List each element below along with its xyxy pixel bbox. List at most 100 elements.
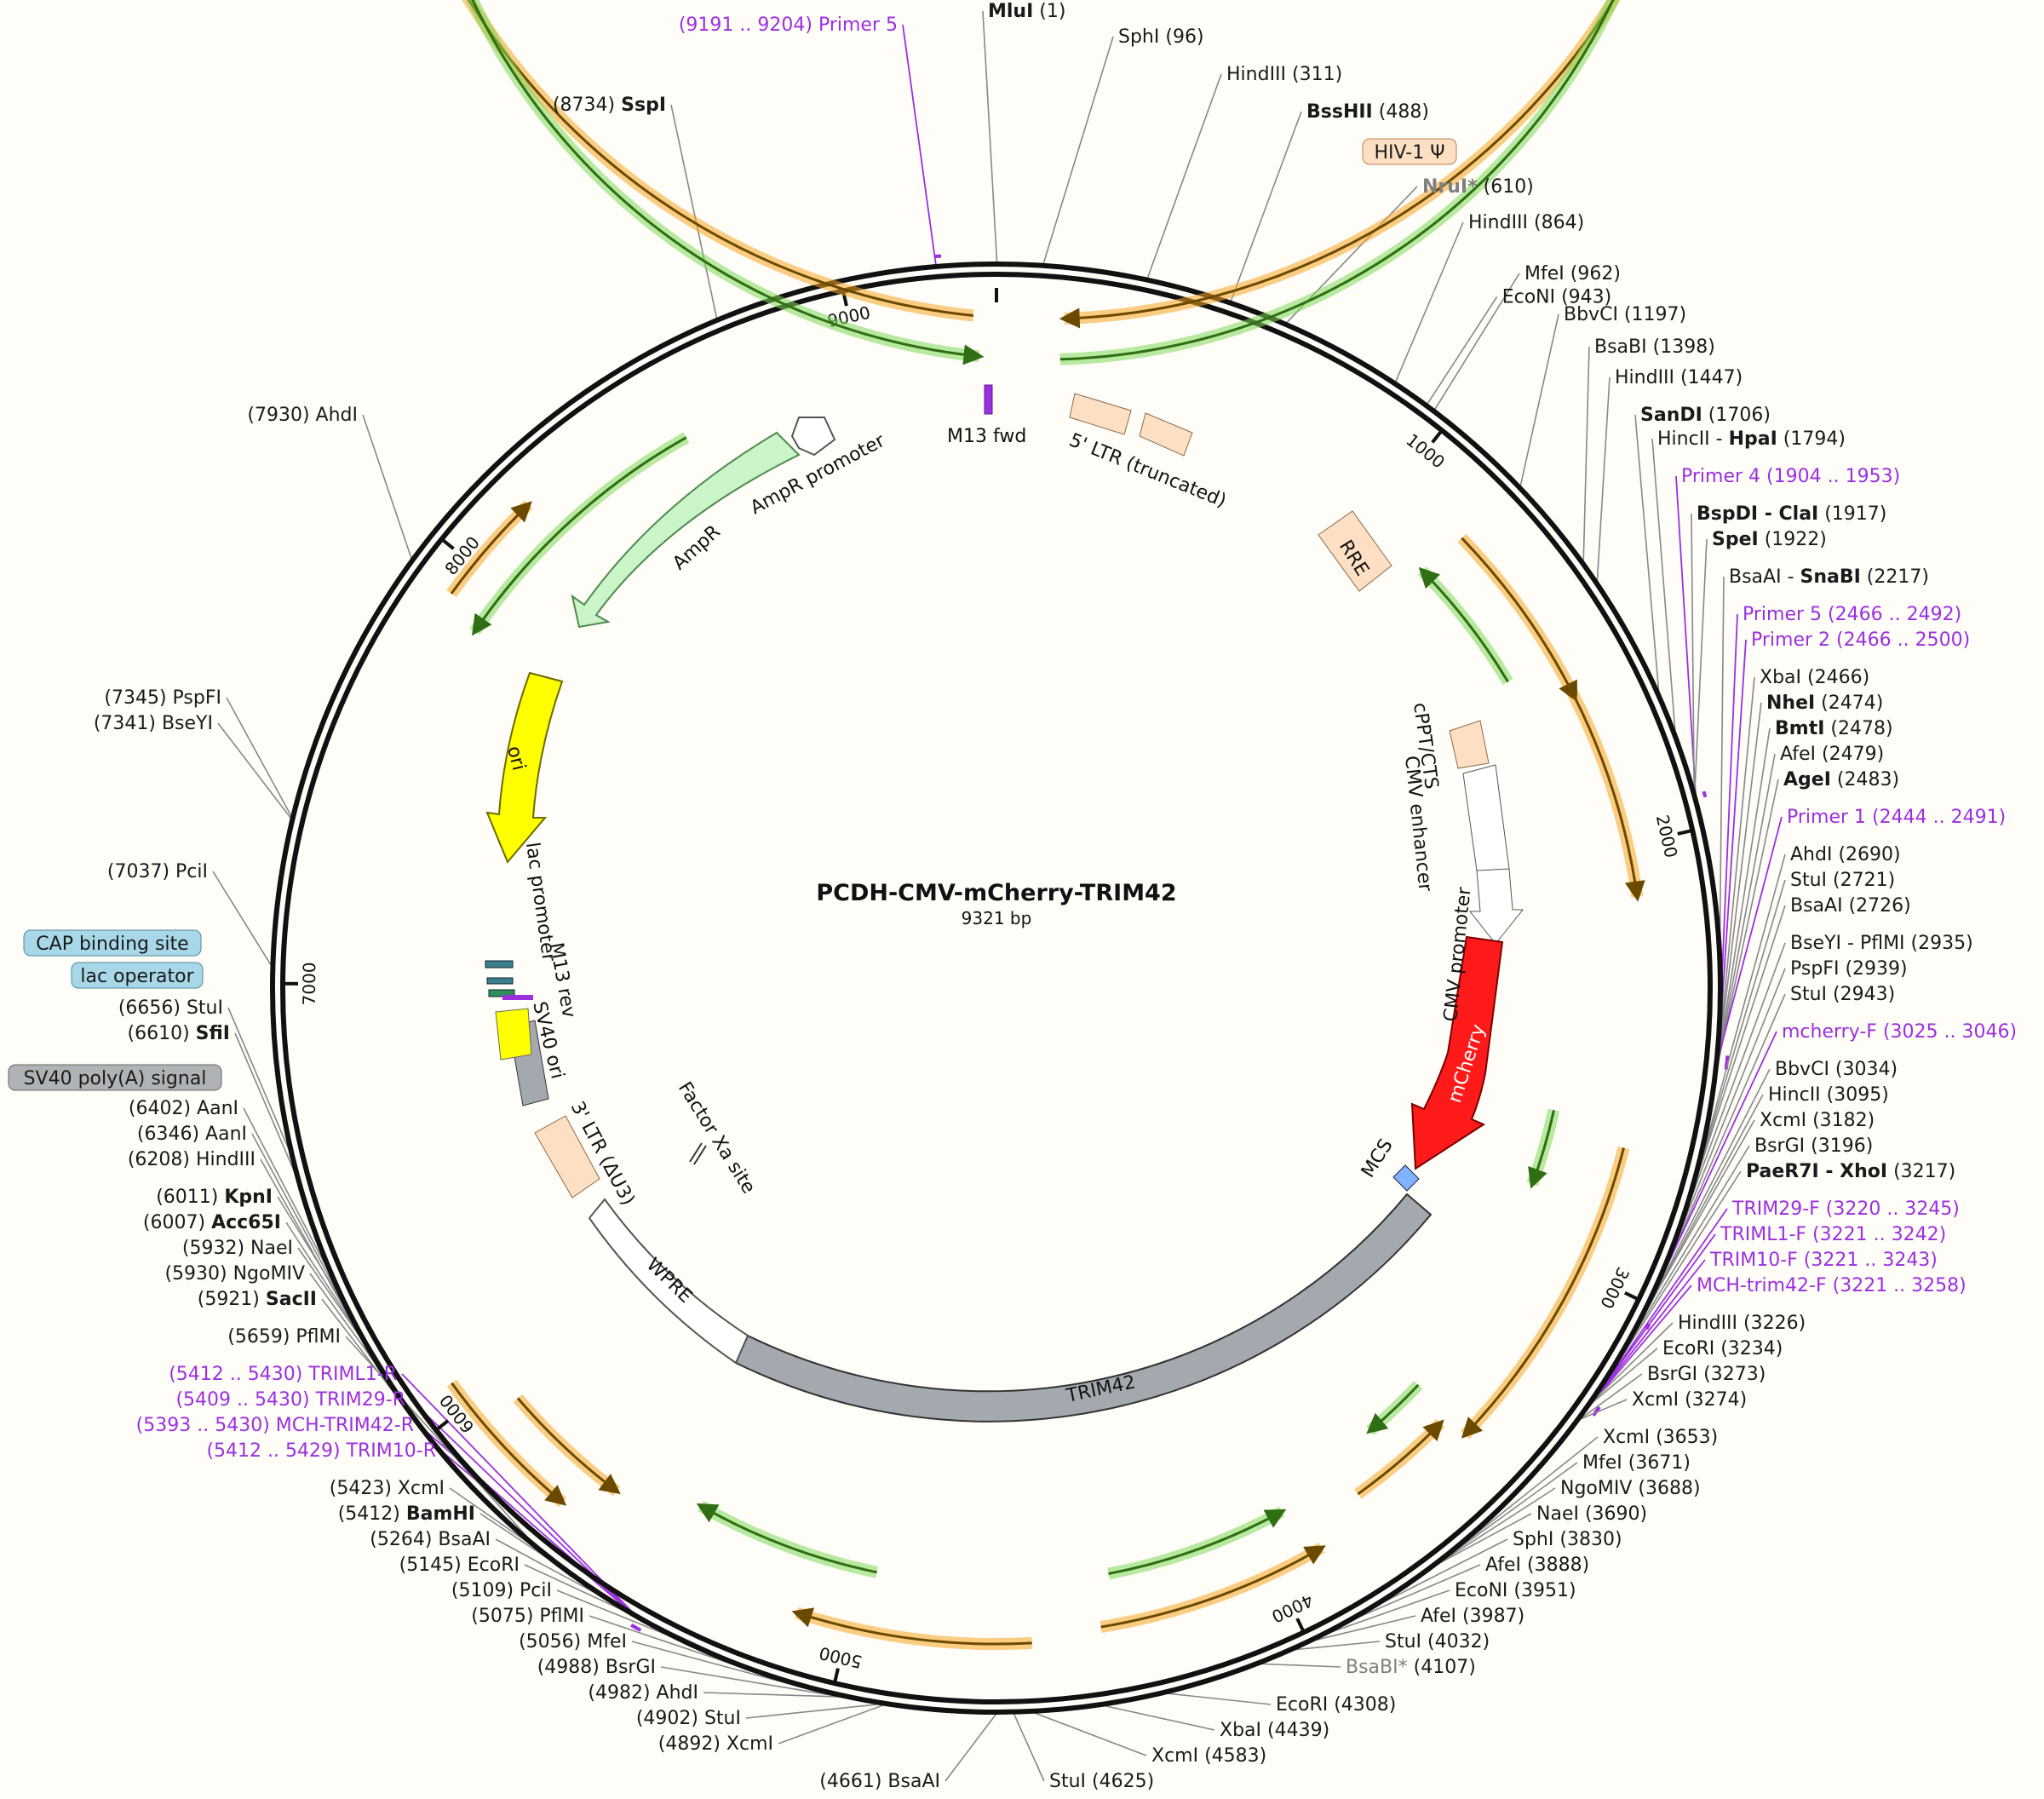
site-leader — [902, 24, 937, 266]
site-position: (1794) — [1777, 428, 1846, 450]
site-position: (4661) — [819, 1771, 887, 1792]
site-position: (5921) — [198, 1289, 266, 1310]
site-label: (5109) PciI — [451, 1580, 552, 1601]
site-name: TRIML1-F — [1720, 1224, 1806, 1245]
tick-mark — [832, 1668, 840, 1684]
cap-binding-box — [23, 929, 202, 957]
site-label: (6656) StuI — [118, 997, 223, 1019]
site-leader — [1634, 414, 1660, 693]
site-position: (2466 .. 2492) — [1822, 604, 1961, 625]
site-leader — [362, 414, 412, 560]
site-name: AhdI — [316, 405, 358, 426]
site-leader — [1691, 513, 1695, 789]
site-position: (1197) — [1618, 304, 1686, 325]
site-label: SanDI (1706) — [1640, 405, 1771, 426]
site-position: (864) — [1528, 212, 1584, 233]
tick-mark — [1677, 829, 1693, 836]
site-name: PflMI — [539, 1606, 584, 1627]
orf-arc — [516, 1397, 621, 1495]
site-label: (7930) AhdI — [247, 405, 358, 426]
site-label: NheI (2474) — [1766, 693, 1883, 714]
site-position: (1922) — [1759, 529, 1827, 550]
orf-glow — [1569, 694, 1644, 898]
orf-arc — [1100, 1545, 1326, 1629]
site-name: AanI — [205, 1124, 247, 1145]
site-leader — [1718, 676, 1755, 1055]
plasmid-title: PCDH-CMV-mCherry-TRIM42 — [816, 880, 1176, 906]
site-label: (4892) XcmI — [658, 1733, 773, 1755]
site-name: StuI — [187, 997, 223, 1019]
backbone-inner — [280, 272, 1713, 1704]
site-name: TRIM10-F — [1709, 1250, 1798, 1271]
ampr-feature — [571, 431, 801, 629]
site-label: BsaAI - SnaBI (2217) — [1729, 566, 1929, 588]
site-position: (4902) — [636, 1708, 704, 1729]
site-label: (6346) AanI — [137, 1124, 247, 1145]
site-label: BsrGI (3196) — [1754, 1135, 1873, 1157]
site-name: XcmI — [1603, 1427, 1650, 1448]
site-leader — [1593, 1322, 1674, 1401]
site-name: XcmI — [726, 1733, 773, 1755]
orf-arc — [1528, 1109, 1555, 1189]
site-position: (3274) — [1679, 1389, 1747, 1411]
site-leader — [778, 1704, 884, 1744]
site-name: HindIII — [1678, 1313, 1737, 1334]
site-position: (4583) — [1198, 1745, 1266, 1767]
lac-operator-box — [71, 962, 204, 989]
site-position: (1904 .. 1953) — [1760, 466, 1900, 487]
site-leader — [1718, 702, 1762, 1059]
orf-arc — [1108, 1509, 1287, 1575]
site-position: (7930) — [247, 405, 315, 426]
site-name: HincII — [1768, 1084, 1821, 1106]
orf-arc — [1357, 1419, 1444, 1496]
primer-label: MCH-trim42-F (3221 .. 3258) — [1697, 1275, 1966, 1296]
site-position: (3234) — [1714, 1338, 1783, 1359]
primer-label: Primer 4 (1904 .. 1953) — [1681, 466, 1900, 487]
site-position: (1398) — [1647, 336, 1715, 358]
site-position: (6011) — [156, 1187, 224, 1208]
site-name: HindIII — [196, 1149, 256, 1170]
site-name: XcmI — [1151, 1745, 1198, 1767]
site-label: (4902) StuI — [636, 1708, 741, 1729]
site-leader — [1596, 376, 1611, 582]
orf-glow — [1457, 533, 1581, 701]
site-label: NaeI (3690) — [1536, 1503, 1647, 1525]
site-leader — [745, 1703, 879, 1719]
site-position: (5393 .. 5430) — [136, 1415, 276, 1436]
site-name: XbaI — [1760, 667, 1801, 688]
site-position: (4625) — [1086, 1771, 1154, 1792]
site-name: HindIII — [1226, 64, 1286, 85]
lac-operator-feature — [486, 977, 514, 985]
site-name: MfeI — [587, 1631, 627, 1652]
site-name: HincII - — [1657, 428, 1729, 450]
primer-label: mcherry-F (3025 .. 3046) — [1782, 1021, 2017, 1043]
site-leader — [1694, 538, 1708, 791]
site-name: XcmI — [1632, 1389, 1679, 1411]
site-label: (7037) PciI — [107, 861, 208, 882]
site-label: BsaBI* (4107) — [1346, 1657, 1476, 1678]
site-leader — [1696, 879, 1786, 1178]
site-label: (4988) BsrGI — [537, 1657, 656, 1678]
site-name: EcoNI — [1502, 286, 1555, 307]
site-position: (3653) — [1650, 1427, 1718, 1448]
site-label: EcoRI (4308) — [1276, 1694, 1396, 1716]
site-label: MfeI (3671) — [1582, 1452, 1691, 1474]
site-leader — [1589, 1285, 1692, 1406]
site-position: (5412) — [338, 1503, 406, 1525]
site-leader — [1591, 1259, 1706, 1404]
orf-arc — [471, 0, 1615, 365]
site-name: StuI — [1385, 1631, 1421, 1652]
site-label: SphI (3830) — [1513, 1529, 1622, 1550]
site-leader — [1717, 753, 1776, 1061]
site-name: Primer 1 — [1787, 807, 1866, 828]
site-name: BsrGI — [606, 1657, 656, 1678]
site-leader — [1104, 1704, 1215, 1731]
tick-label: 7000 — [299, 962, 319, 1005]
site-position: (2217) — [1861, 566, 1929, 588]
orf-glow — [1107, 1506, 1285, 1580]
site-label: MfeI (962) — [1524, 263, 1621, 285]
site-leader — [243, 1107, 328, 1269]
site-leader — [1042, 36, 1114, 265]
site-name: AhdI — [1790, 844, 1832, 865]
orf-arc — [696, 1503, 877, 1574]
